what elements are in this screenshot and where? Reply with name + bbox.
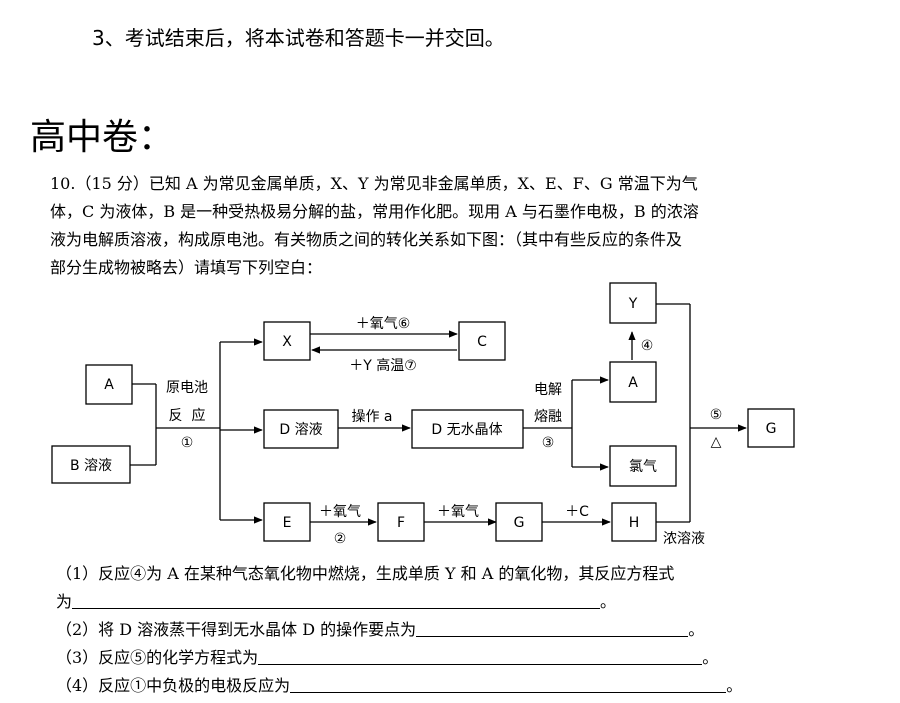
label-primary-cell: 原电池 [166,380,208,396]
box-label: B 溶液 [70,458,112,474]
label-reaction: 反 应 [169,407,206,424]
label-reaction-4: ④ [641,338,654,354]
label-reaction-2: ② [334,531,347,547]
box-label: F [397,515,405,531]
box-label: 氯气 [629,459,657,475]
box-g-right: G [747,408,795,448]
box-x: X [263,321,311,361]
box-label: G [766,421,777,437]
box-d-anhydrous: D 无水晶体 [411,409,524,449]
box-h: H [611,502,657,542]
stem-line: 体，C 为液体，B 是一种受热极易分解的盐，常用作化肥。现用 A 与石墨作电极，… [50,202,699,221]
label-c-to-x: ＋Y 高温⑦ [349,357,417,374]
label-reaction-1: ① [181,435,194,451]
subquestion-1: （1）反应④为 A 在某种气态氧化物中燃烧，生成单质 Y 和 A 的氧化物，其反… [56,562,674,586]
box-b-solution: B 溶液 [51,445,131,484]
answer-blank[interactable] [258,648,703,665]
box-label: E [283,515,292,531]
box-label: D 溶液 [279,422,322,438]
box-c: C [458,321,506,361]
box-label: Y [628,296,638,312]
box-e: E [263,502,311,542]
label-g-to-h: ＋C [565,504,589,520]
subquestion-text: （4）反应①中负极的电极反应为 [56,676,291,695]
box-label: A [104,377,114,393]
subquestion-2: （2）将 D 溶液蒸干得到无水晶体 D 的操作要点为 。 [56,618,704,642]
subquestion-text: 。 [726,676,743,695]
exam-instruction: 3、考试结束后，将本试卷和答题卡一并交回。 [92,26,505,50]
box-chlorine: 氯气 [609,445,677,487]
box-label: C [477,334,487,350]
label-heat: △ [711,434,722,450]
box-g-mid: G [495,502,543,542]
subquestion-text: （2）将 D 溶液蒸干得到无水晶体 D 的操作要点为 [56,620,417,639]
subquestion-text: 。 [702,648,719,667]
box-label: G [514,515,525,531]
box-a-left: A [85,364,133,405]
subquestion-text: 。 [600,592,617,611]
subquestion-text: （3）反应⑤的化学方程式为 [56,648,259,667]
label-operation-a: 操作 a [351,409,392,425]
label-reaction-3: ③ [542,435,555,451]
subquestion-text: 。 [688,620,705,639]
stem-line: 液为电解质溶液，构成原电池。有关物质之间的转化关系如下图：（其中有些反应的条件及 [50,230,683,249]
subquestion-text: 为 [56,592,73,611]
label-x-to-c: ＋氧气⑥ [356,316,411,332]
subquestion-3: （3）反应⑤的化学方程式为 。 [56,646,718,670]
box-label: H [629,515,640,531]
label-reaction-5: ⑤ [710,407,723,423]
section-heading: 高中卷： [30,117,175,158]
box-label: X [282,334,292,350]
subquestion-text: （1）反应④为 A 在某种气态氧化物中燃烧，生成单质 Y 和 A 的氧化物，其反… [56,564,675,583]
box-a-right: A [609,361,657,403]
label-molten: 熔融 [534,409,562,425]
box-f: F [377,502,425,542]
label-concentrated-solution: 浓溶液 [663,531,705,547]
label-e-to-f: ＋氧气 [319,504,361,520]
answer-blank[interactable] [72,592,601,609]
box-label: A [628,375,638,391]
box-label: D 无水晶体 [431,422,502,438]
label-f-to-g: ＋氧气 [437,504,479,520]
box-d-solution: D 溶液 [263,409,339,449]
subquestion-1-answer: 为。 [56,590,616,614]
question-stem: 10.（15 分）已知 A 为常见金属单质，X、Y 为常见非金属单质，X、E、F… [50,170,840,282]
answer-blank[interactable] [416,620,689,637]
box-y: Y [609,282,657,324]
stem-line: 10.（15 分）已知 A 为常见金属单质，X、Y 为常见非金属单质，X、E、F… [50,174,698,193]
subquestion-4: （4）反应①中负极的电极反应为 。 [56,674,742,698]
answer-blank[interactable] [290,676,727,693]
label-electrolysis: 电解 [534,382,562,398]
stem-line: 部分生成物被略去）请填写下列空白： [50,258,323,277]
